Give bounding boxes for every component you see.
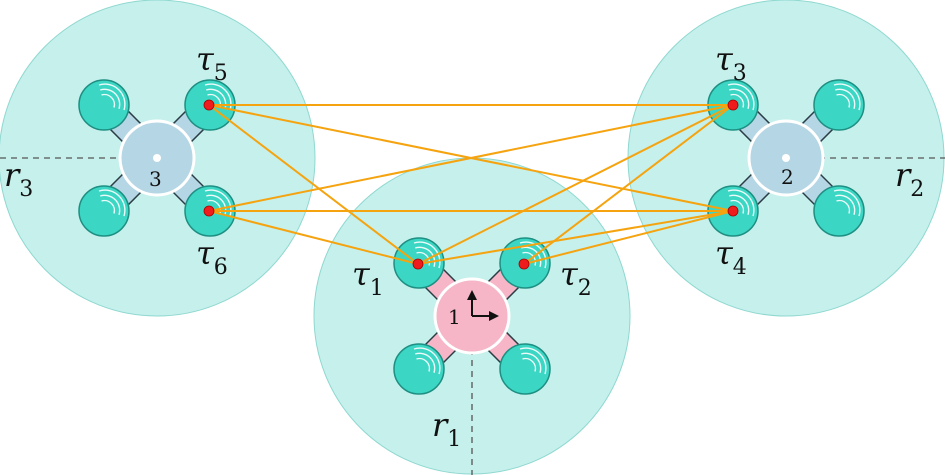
anchor-label-tau3-symbol: τ	[715, 40, 734, 78]
rotor-arc	[101, 93, 116, 108]
anchor-label-tau5: τ5	[196, 40, 228, 86]
rotor-arc	[100, 88, 121, 109]
rotor-disc	[813, 79, 865, 131]
range-label-r3-subscript: 3	[19, 177, 33, 202]
anchor-label-tau5-symbol: τ	[196, 40, 215, 78]
rotor-arc	[835, 194, 856, 215]
link-tau5-tau1	[208, 104, 419, 265]
rotor-arc	[100, 194, 121, 215]
rotor-arc	[729, 88, 750, 109]
rotor-disc	[813, 185, 865, 237]
anchor-label-tau1: τ1	[352, 255, 384, 301]
rotor-arc	[836, 93, 851, 108]
rotor-icon	[499, 343, 551, 395]
rotor-arc	[727, 83, 755, 111]
anchor-label-tau3: τ3	[715, 40, 747, 86]
rotor-icon	[393, 343, 445, 395]
rotor-disc	[499, 343, 551, 395]
rotor-arc	[835, 88, 856, 109]
rotor-arc	[98, 189, 126, 217]
rotor-icon	[78, 79, 130, 131]
range-label-r1: r1	[432, 406, 461, 452]
rotor-arc	[833, 189, 861, 217]
link-tau1-tau3	[417, 104, 734, 265]
range-label-r3: r3	[4, 156, 33, 202]
range-label-r2: r2	[895, 156, 924, 202]
anchor-label-tau6: τ6	[196, 234, 228, 280]
rotor-arc	[522, 251, 537, 266]
labels: 1 2 3 r1 r2 r3 τ1 τ2 τ3 τ4 τ5 τ6	[4, 40, 924, 452]
rotor-arc	[413, 241, 441, 269]
robot-id-2: 2	[781, 165, 794, 189]
rotor-arc	[416, 357, 431, 372]
rotor-arc	[519, 347, 547, 375]
anchor-label-tau1-symbol: τ	[352, 255, 371, 293]
rotor-icon	[813, 185, 865, 237]
anchor-label-tau4-subscript: 4	[733, 255, 747, 280]
rotor-arc	[519, 241, 547, 269]
anchor-points	[203, 99, 739, 270]
anchor-label-tau4: τ4	[715, 234, 747, 280]
anchor-tau3	[727, 99, 739, 111]
drone-center-dot	[782, 154, 790, 162]
link-tau1-tau4	[417, 210, 734, 265]
range-label-r3-symbol: r	[4, 156, 21, 194]
anchor-label-tau2: τ2	[560, 255, 592, 301]
anchor-label-tau4-symbol: τ	[715, 234, 734, 272]
drones	[78, 79, 865, 395]
rotor-arc	[415, 246, 436, 267]
rotor-disc	[393, 343, 445, 395]
anchor-label-tau5-subscript: 5	[214, 61, 228, 86]
rotor-disc	[78, 79, 130, 131]
rotor-arc	[833, 83, 861, 111]
anchor-label-tau6-subscript: 6	[214, 255, 228, 280]
range-label-r2-symbol: r	[895, 156, 912, 194]
frame-x-arrowhead-icon	[489, 311, 499, 321]
rotor-arc	[522, 357, 537, 372]
rotor-arc	[730, 199, 745, 214]
anchor-label-tau2-subscript: 2	[578, 276, 592, 301]
drone-robot-1	[393, 237, 551, 395]
rotor-arc	[98, 83, 126, 111]
frame-y-arrowhead-icon	[467, 290, 477, 300]
anchor-tau4	[727, 205, 739, 217]
anchor-label-tau1-subscript: 1	[370, 276, 384, 301]
anchor-label-tau3-subscript: 3	[733, 61, 747, 86]
rotor-arc	[727, 189, 755, 217]
anchor-label-tau2-symbol: τ	[560, 255, 579, 293]
anchor-tau1	[412, 258, 424, 270]
rotor-arc	[521, 352, 542, 373]
range-label-r2-subscript: 2	[910, 177, 924, 202]
anchor-label-tau6-symbol: τ	[196, 234, 215, 272]
drone-robot-2	[707, 79, 865, 237]
robot-id-3: 3	[149, 167, 162, 191]
anchor-tau5	[203, 99, 215, 111]
rotor-disc	[78, 185, 130, 237]
robot-id-1: 1	[448, 305, 461, 329]
rotor-arc	[730, 93, 745, 108]
rotor-arc	[101, 199, 116, 214]
rotor-arc	[729, 194, 750, 215]
link-tau6-tau1	[208, 210, 419, 265]
rotor-arc	[415, 352, 436, 373]
rotor-icon	[813, 79, 865, 131]
link-tau2-tau4	[523, 210, 734, 265]
drone-robot-3	[78, 79, 236, 237]
anchor-tau2	[518, 258, 530, 270]
anchor-tau6	[203, 205, 215, 217]
drone-center-dot	[153, 154, 161, 162]
rotor-icon	[78, 185, 130, 237]
rotor-arc	[521, 246, 542, 267]
range-label-r1-symbol: r	[432, 406, 449, 444]
range-label-r1-subscript: 1	[447, 427, 461, 452]
rotor-arc	[836, 199, 851, 214]
link-tau6-tau3	[208, 104, 734, 212]
link-tau2-tau3	[523, 104, 734, 265]
communication-links	[208, 104, 734, 265]
rotor-arc	[416, 251, 431, 266]
robot-1-body-frame	[467, 290, 499, 321]
rotor-arc	[413, 347, 441, 375]
